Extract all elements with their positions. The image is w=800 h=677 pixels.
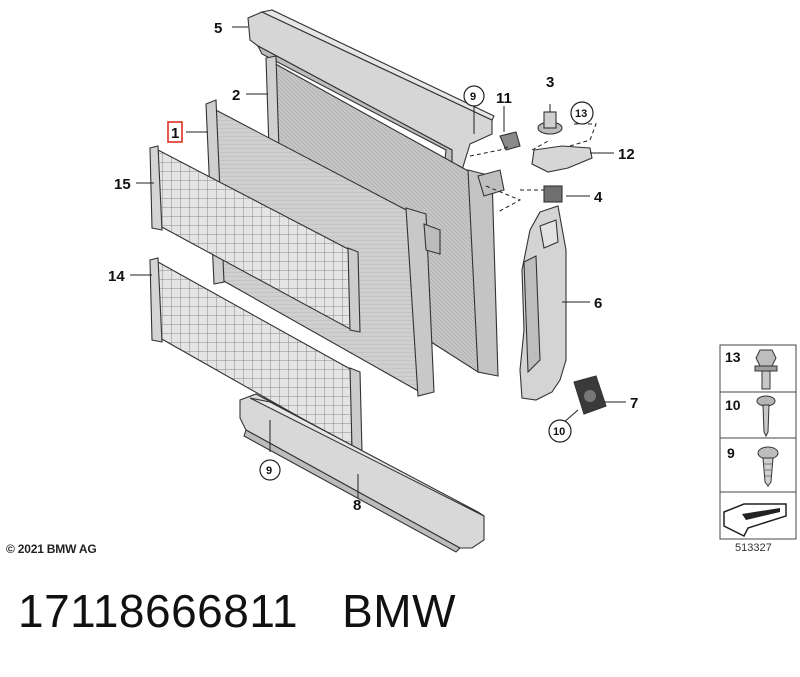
clip-part: [543, 185, 563, 203]
callout-10: 10: [553, 426, 565, 438]
bottom-air-guide: [239, 393, 485, 553]
expanding-rivet-icon: [757, 446, 779, 487]
legend-item-13: 13: [725, 349, 741, 365]
part-number: 17118666811: [18, 585, 299, 637]
arrow-direction-icon: [723, 503, 787, 538]
callout-6: 6: [594, 295, 602, 312]
callout-9-top: 9: [470, 91, 476, 103]
flange-bolt-icon: [754, 349, 778, 390]
callout-5: 5: [214, 20, 222, 37]
callout-1: 1: [171, 125, 179, 142]
callout-7: 7: [630, 395, 638, 412]
rubber-mount: [573, 375, 607, 415]
legend-item-9: 9: [727, 445, 735, 461]
callout-14: 14: [108, 268, 125, 285]
callout-11: 11: [496, 90, 512, 107]
callout-15: 15: [114, 176, 131, 193]
holder-bracket: [531, 145, 593, 173]
screw-icon: [756, 395, 776, 438]
legend-item-10: 10: [725, 397, 741, 413]
copyright-notice: © 2021 BMW AG: [6, 542, 97, 556]
upper-grille: [149, 145, 361, 333]
fastener-legend: 13 10 9: [719, 344, 797, 540]
callout-2: 2: [232, 87, 240, 104]
diagram-id: 513327: [735, 542, 772, 554]
callout-13: 13: [575, 108, 587, 120]
lower-grille: [149, 257, 363, 453]
side-bracket: [519, 205, 567, 401]
callout-1-highlight: [167, 121, 183, 143]
air-duct-top: [247, 9, 495, 173]
mounting-buffer: [537, 104, 563, 135]
callout-12: 12: [618, 146, 635, 163]
callout-8: 8: [353, 497, 361, 514]
part-footer: 17118666811 BMW: [18, 584, 500, 638]
callout-3: 3: [546, 74, 554, 91]
brand-name: BMW: [342, 585, 457, 637]
connector-part: [499, 131, 521, 151]
callout-4: 4: [594, 189, 603, 206]
callout-9-bottom: 9: [266, 465, 272, 477]
